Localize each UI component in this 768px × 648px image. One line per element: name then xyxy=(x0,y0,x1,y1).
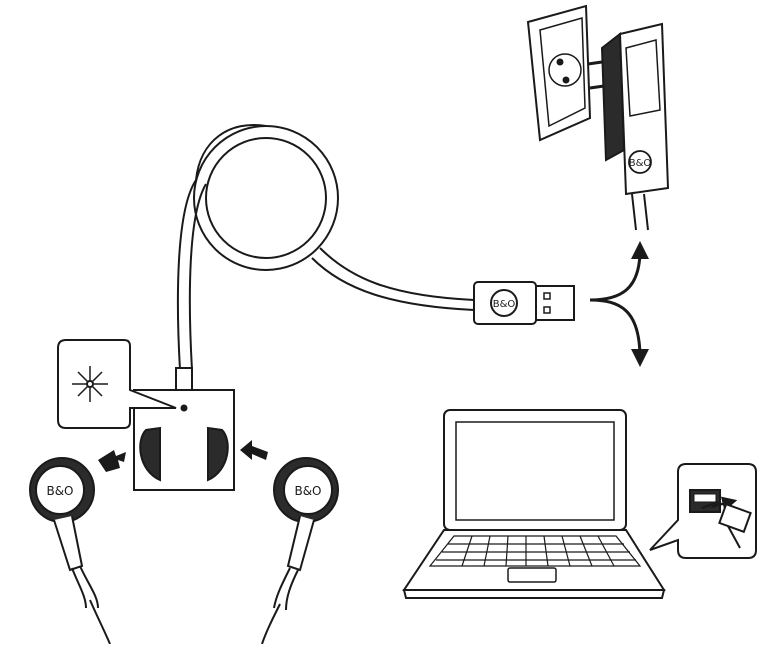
laptop-keyboard xyxy=(428,535,642,567)
right-earphone-logo-text: B&O xyxy=(294,484,321,498)
charging-led xyxy=(180,404,188,412)
laptop-icon xyxy=(402,409,666,599)
usb-cable xyxy=(176,124,475,371)
wall-outlet-icon xyxy=(526,4,592,142)
usb-port-callout-icon xyxy=(649,463,757,559)
earphone-left: B&O xyxy=(29,457,111,645)
charger-bo-logo-icon: B&O xyxy=(628,150,652,174)
charging-case xyxy=(133,367,235,491)
usb-charger-icon: B&O xyxy=(587,22,670,231)
branch-arrow-icon xyxy=(589,241,649,367)
plug-logo-text: B&O xyxy=(493,299,516,310)
left-earphone-logo-text: B&O xyxy=(46,484,73,498)
charger-logo-text: B&O xyxy=(629,158,652,169)
charging-indicator-icon xyxy=(57,339,177,429)
plug-bo-logo-icon: B&O xyxy=(490,289,518,317)
usb-plug-icon: B&O xyxy=(473,281,575,325)
wall-charger: B&O xyxy=(526,4,670,231)
earphone-right: B&O xyxy=(261,457,339,645)
laptop-trackpad xyxy=(507,567,557,583)
insert-arrow-icon xyxy=(98,440,268,472)
